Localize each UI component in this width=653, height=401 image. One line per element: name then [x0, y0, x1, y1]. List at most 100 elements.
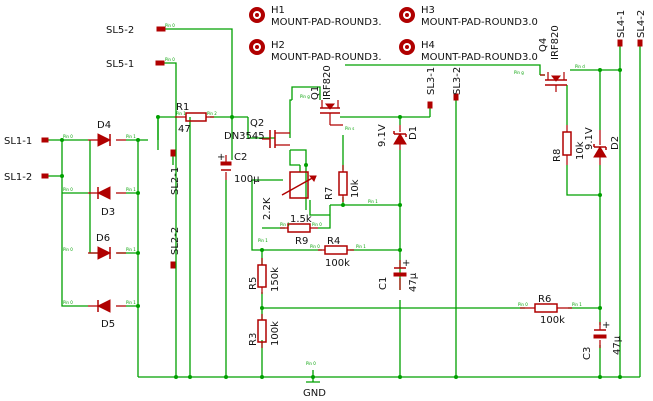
svg-text:Pin 1: Pin 1	[126, 187, 136, 192]
svg-text:Pin 0: Pin 0	[165, 57, 175, 62]
connector-sl4-2: SL4-2	[636, 10, 647, 38]
c2-name: C2	[234, 152, 247, 163]
capacitor-c3: + C3 47µ	[582, 320, 623, 360]
svg-text:Pin 1: Pin 1	[572, 302, 582, 307]
connector-sl1-1: SL1-1	[4, 136, 32, 147]
svg-text:Pin 1: Pin 1	[258, 238, 268, 243]
r5-name: R5	[248, 277, 259, 290]
svg-text:+: +	[217, 152, 225, 163]
diode-d3: D3	[88, 186, 126, 218]
svg-text:Pin 0: Pin 0	[518, 302, 528, 307]
c1-value: 47µ	[408, 272, 419, 292]
svg-text:+: +	[602, 320, 610, 331]
svg-text:Pin 1: Pin 1	[356, 244, 366, 249]
connector-sl1-2: SL1-2	[4, 172, 32, 183]
svg-text:Pin 0: Pin 0	[165, 23, 175, 28]
resistor-r5: R5 150k	[248, 258, 281, 294]
svg-text:Pin g: Pin g	[514, 70, 524, 75]
svg-text:Pin 1: Pin 1	[176, 111, 186, 116]
h1-name: H1	[271, 5, 285, 16]
resistor-r6: R6 100k	[520, 294, 572, 326]
q4-name: Q4	[538, 38, 549, 52]
d2-value: 9.1V	[584, 127, 595, 150]
svg-text:Pin 0: Pin 0	[306, 361, 316, 366]
d3-name: D3	[101, 207, 115, 218]
svg-text:Pin 1: Pin 1	[126, 134, 136, 139]
q4-value: IRF820	[550, 25, 561, 60]
d4-name: D4	[97, 120, 111, 131]
d1-value: 9.1V	[377, 124, 388, 147]
capacitor-c2: + C2 100µ	[217, 152, 260, 185]
svg-text:Pin 0: Pin 0	[312, 222, 322, 227]
resistor-r9: 1.5k R9	[280, 214, 318, 247]
resistor-r8: R8 10k	[552, 125, 586, 165]
h3-value: MOUNT-PAD-ROUND3.0	[421, 17, 538, 28]
h1-value: MOUNT-PAD-ROUND3.	[271, 17, 382, 28]
c2-value: 100µ	[234, 174, 260, 185]
potentiometer-r2: 2.2K	[262, 171, 317, 220]
mount-pad-h3: H3 MOUNT-PAD-ROUND3.0	[399, 5, 538, 28]
r1-value: 47	[178, 124, 191, 135]
d6-name: D6	[96, 233, 110, 244]
r8-value: 10k	[575, 141, 586, 160]
svg-text:Pin 1: Pin 1	[368, 199, 378, 204]
d5-name: D5	[101, 319, 115, 330]
transistor-q4: Q4 IRF820	[538, 25, 567, 92]
r9-name: R9	[295, 236, 308, 247]
r5-value: 150k	[270, 267, 281, 292]
connector-sl5-2: SL5-2	[106, 25, 134, 36]
resistor-r7: R7 10k	[324, 165, 361, 202]
mount-pad-h4: H4 MOUNT-PAD-ROUND3.0	[399, 39, 538, 63]
c1-name: C1	[378, 277, 389, 290]
r6-value: 100k	[540, 315, 565, 326]
diode-d4: D4	[88, 120, 126, 147]
svg-text:Pin 0: Pin 0	[63, 247, 73, 252]
h2-name: H2	[271, 40, 285, 51]
r2-value: 2.2K	[262, 197, 273, 220]
q1-value: IRF820	[322, 65, 333, 100]
svg-text:Pin 0: Pin 0	[63, 300, 73, 305]
c3-value: 47µ	[612, 335, 623, 355]
svg-text:+: +	[402, 258, 410, 269]
q2-name: Q2	[250, 118, 264, 129]
r3-name: R3	[248, 333, 259, 346]
mount-pad-h1: H1 MOUNT-PAD-ROUND3.	[249, 5, 382, 28]
svg-text:Pin g: Pin g	[300, 94, 310, 99]
svg-text:Pin 0: Pin 0	[310, 244, 320, 249]
connector-sl5-1: SL5-1	[106, 59, 134, 70]
diode-d6: D6	[88, 233, 126, 260]
h2-value: MOUNT-PAD-ROUND3.	[271, 52, 382, 63]
connector-sl2-1: SL2-1	[170, 167, 181, 195]
svg-text:Pin 1: Pin 1	[280, 222, 290, 227]
transistor-q1: Q1 IRF820	[310, 65, 343, 126]
r8-name: R8	[552, 149, 563, 162]
q1-name: Q1	[310, 86, 321, 100]
connectors: SL1-1 SL1-2 SL5-2 SL5-1 SL2-1 SL2-2 SL3-…	[4, 10, 647, 399]
mount-pad-h2: H2 MOUNT-PAD-ROUND3.	[249, 39, 382, 63]
zener-d2: 9.1V D2	[584, 127, 621, 165]
gnd-label: GND	[303, 388, 326, 399]
connector-sl2-2: SL2-2	[170, 227, 181, 255]
r4-name: R4	[327, 236, 340, 247]
svg-text:Pin s: Pin s	[345, 126, 354, 131]
r4-value: 100k	[325, 258, 350, 269]
svg-text:Pin 1: Pin 1	[126, 247, 136, 252]
pin-labels: Pin 0 Pin 1 Pin 0 Pin 1 Pin 0 Pin 1 Pin …	[63, 23, 585, 366]
r7-value: 10k	[350, 179, 361, 198]
r3-value: 100k	[270, 321, 281, 346]
r7-name: R7	[324, 187, 335, 200]
resistor-r1: R1 47	[175, 102, 214, 135]
d2-name: D2	[610, 136, 621, 150]
svg-text:Pin d: Pin d	[575, 64, 585, 69]
svg-text:Pin 0: Pin 0	[63, 134, 73, 139]
connector-sl3-2: SL3-2	[452, 67, 463, 95]
r6-name: R6	[538, 294, 551, 305]
resistor-r3: R3 100k	[248, 314, 281, 348]
zener-d1: 9.1V D1	[377, 124, 419, 150]
q2-value: DN3545	[224, 131, 265, 142]
d1-name: D1	[408, 126, 419, 140]
svg-text:Pin 1: Pin 1	[126, 300, 136, 305]
h3-name: H3	[421, 5, 435, 16]
c3-name: C3	[582, 347, 593, 360]
